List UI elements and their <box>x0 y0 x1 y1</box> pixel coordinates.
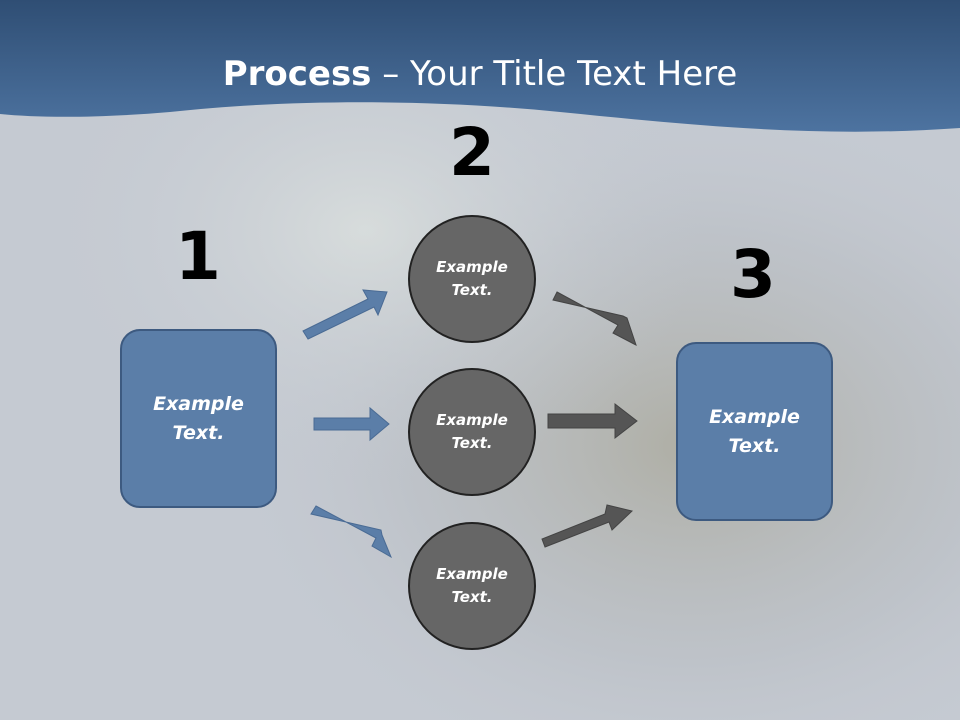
circle-top-line1: Example <box>436 258 508 276</box>
title-rest: – Your Title Text Here <box>371 54 738 94</box>
circle-middle: Example Text. <box>408 368 536 496</box>
arrow-right-down <box>552 291 637 347</box>
circle-bottom-line1: Example <box>436 565 508 583</box>
circle-middle-line2: Text. <box>451 434 493 452</box>
header-band <box>0 0 960 132</box>
arrow-left-down <box>310 505 393 559</box>
step-1-label-line1: Example <box>153 392 244 415</box>
arrow-right-up <box>541 504 634 548</box>
circle-middle-line1: Example <box>436 411 508 429</box>
circle-bottom-line2: Text. <box>451 588 493 606</box>
arrow-right-middle <box>547 402 638 440</box>
circle-top-line2: Text. <box>451 281 493 299</box>
step-3-box: Example Text. <box>676 342 833 521</box>
arrow-left-up <box>302 289 388 340</box>
step-1-label-line2: Text. <box>172 421 225 444</box>
step-number-3: 3 <box>730 236 776 313</box>
title-bold: Process <box>222 54 372 94</box>
step-number-2: 2 <box>449 114 495 191</box>
step-number-1: 1 <box>175 218 221 295</box>
step-3-label-line1: Example <box>709 405 800 428</box>
slide-title: Process – Your Title Text Here <box>0 52 960 96</box>
arrow-left-middle <box>313 406 390 442</box>
step-3-label-line2: Text. <box>728 434 781 457</box>
circle-bottom: Example Text. <box>408 522 536 650</box>
step-1-box: Example Text. <box>120 329 277 508</box>
circle-top: Example Text. <box>408 215 536 343</box>
